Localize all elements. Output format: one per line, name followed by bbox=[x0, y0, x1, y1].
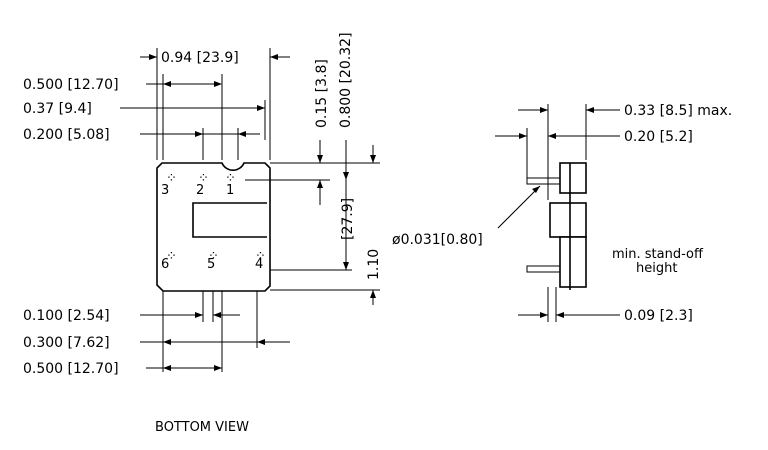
bottom-dimensions: 0.100 [2.54] 0.300 [7.62] 0.500 [12.70] bbox=[23, 291, 290, 377]
lead-top bbox=[526, 177, 561, 185]
dim-0.15: 0.15 [3.8] bbox=[314, 59, 330, 128]
standoff-note-line1: min. stand-off bbox=[612, 247, 704, 262]
dim-0.200: 0.200 [5.08] bbox=[23, 127, 110, 143]
dim-1.10: 1.10 bbox=[366, 249, 382, 280]
pin-label-6: 6 bbox=[161, 257, 169, 272]
side-view: 0.33 [8.5] max. 0.20 [5.2] ø0.031[0.80] … bbox=[392, 103, 732, 324]
view-label: BOTTOM VIEW bbox=[155, 420, 249, 435]
pin-label-5: 5 bbox=[207, 257, 215, 272]
dim-27.9: [27.9] bbox=[340, 198, 356, 240]
pin-marker: ⁘ bbox=[166, 171, 177, 186]
side-middle-block bbox=[549, 202, 587, 238]
core-slot bbox=[192, 202, 267, 238]
dim-0.37: 0.37 [9.4] bbox=[23, 101, 92, 117]
pin-marker: ⁘ bbox=[255, 249, 266, 264]
pin-marker: ⁘ bbox=[166, 249, 177, 264]
pin-marker: ⁘ bbox=[198, 171, 209, 186]
pin-label-1: 1 bbox=[226, 183, 234, 198]
dim-0.100: 0.100 [2.54] bbox=[23, 308, 110, 324]
standoff-note-line2: height bbox=[636, 261, 677, 276]
dim-0.800: 0.800 [20.32] bbox=[338, 32, 354, 128]
dim-0.300: 0.300 [7.62] bbox=[23, 335, 110, 351]
dim-side-0.33: 0.33 [8.5] max. bbox=[624, 103, 732, 119]
pin-marker: ⁘ bbox=[225, 171, 236, 186]
pin-label-2: 2 bbox=[196, 183, 204, 198]
dim-0.500-bottom: 0.500 [12.70] bbox=[23, 361, 119, 377]
component-outline bbox=[156, 162, 271, 292]
dim-0.94: 0.94 [23.9] bbox=[161, 50, 239, 66]
pin-label-4: 4 bbox=[255, 257, 263, 272]
dim-side-0.09: 0.09 [2.3] bbox=[624, 308, 693, 324]
side-top-block bbox=[559, 162, 587, 194]
dim-side-diameter: ø0.031[0.80] bbox=[392, 232, 483, 248]
dim-0.500-top: 0.500 [12.70] bbox=[23, 77, 119, 93]
pin-label-3: 3 bbox=[161, 183, 169, 198]
bottom-view-body: ⁘ ⁘ ⁘ ⁘ ⁘ ⁘ 1 2 3 4 5 6 bbox=[156, 162, 271, 292]
top-dimensions: 0.94 [23.9] 0.500 [12.70] 0.37 [9.4] 0.2… bbox=[23, 48, 290, 160]
pin-marker: ⁘ bbox=[208, 249, 219, 264]
side-bottom-block bbox=[559, 236, 587, 288]
vertical-dimensions: 0.15 [3.8] 0.800 [20.32] [27.9] 1.10 bbox=[245, 32, 382, 305]
lead-bottom bbox=[526, 265, 561, 273]
dim-side-0.20: 0.20 [5.2] bbox=[624, 129, 693, 145]
